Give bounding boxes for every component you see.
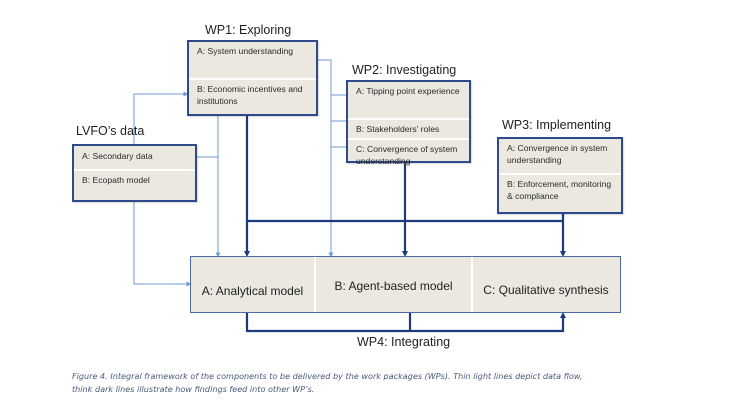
light-line-lvfo-to-wp1b <box>133 91 189 144</box>
wp1-item-a: A: System understanding <box>197 46 294 56</box>
lvfo-title: LVFO’s data <box>76 124 145 138</box>
output-analytical-model: A: Analytical model <box>201 283 304 298</box>
wp3-item-a: A: Convergence in system understanding <box>507 143 608 165</box>
outputs-box: A: Analytical model B: Agent-based model… <box>190 256 621 313</box>
lvfo-box: A: Secondary data B: Ecopath model <box>72 144 197 202</box>
caption-line-2: think dark lines illustrate how findings… <box>72 384 315 394</box>
wp2-item-b: B: Stakeholders’ roles <box>348 118 469 138</box>
dark-line-wp4-integrating <box>245 312 566 333</box>
wp1-box: A: System understanding B: Economic ince… <box>187 40 318 116</box>
wp3-title: WP3: Implementing <box>502 118 612 132</box>
caption-line-1: Figure 4. Integral framework of the comp… <box>72 371 583 381</box>
lvfo-item-a: A: Secondary data <box>82 151 153 161</box>
wp3-box: A: Convergence in system understanding B… <box>497 137 623 214</box>
wp1-title: WP1: Exploring <box>205 23 292 37</box>
light-line-lvfo-to-analytical <box>133 201 192 287</box>
figure-caption: Figure 4. Integral framework of the comp… <box>72 370 732 396</box>
output-agent-based-model: B: Agent-based model <box>314 257 471 312</box>
wp2-title: WP2: Investigating <box>352 63 457 77</box>
wp2-box: A: Tipping point experience B: Stakehold… <box>346 80 471 166</box>
output-qualitative-synthesis: C: Qualitative synthesis <box>471 257 619 312</box>
wp2-item-a: A: Tipping point experience <box>356 86 460 96</box>
wp1-item-b: B: Economic incentives and institutions <box>189 78 316 114</box>
wp2-item-c: C: Convergence of system understanding <box>348 138 469 166</box>
lvfo-item-b: B: Ecopath model <box>74 169 195 202</box>
wp3-item-b: B: Enforcement, monitoring & compliance <box>499 173 621 214</box>
wp4-title: WP4: Integrating <box>357 335 451 349</box>
light-line-wp1-to-wp2 <box>317 59 334 258</box>
